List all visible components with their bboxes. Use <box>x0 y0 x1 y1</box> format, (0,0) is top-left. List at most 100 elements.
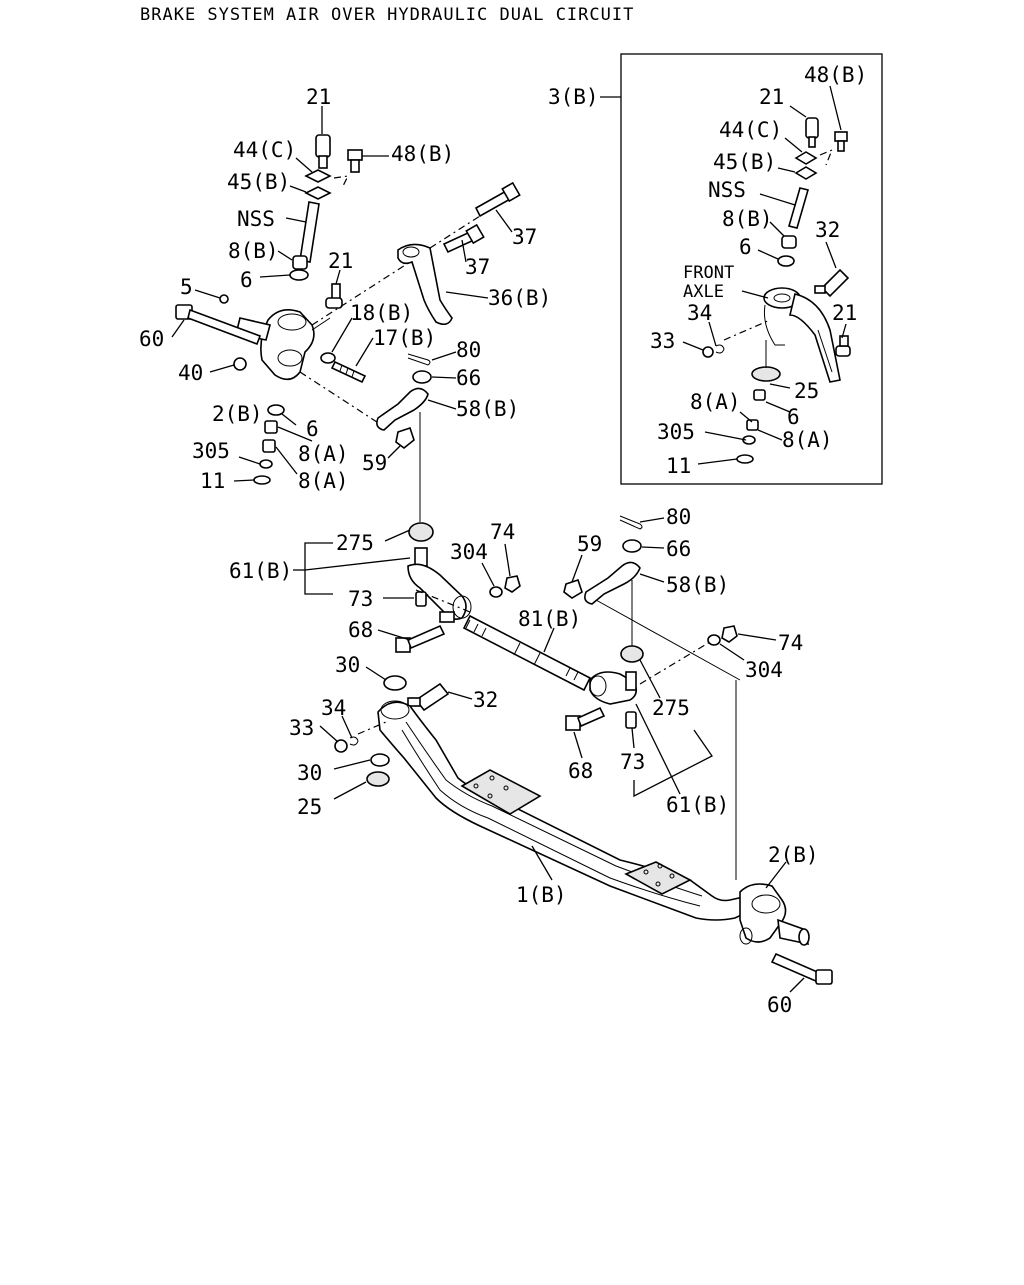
inset-label-8aa: 8(A) <box>690 390 741 414</box>
inset-label-21b: 21 <box>832 301 857 325</box>
label-6b: 6 <box>306 417 319 441</box>
label-25: 25 <box>297 795 322 819</box>
inset-label-6b: 6 <box>787 405 800 429</box>
label-59b: 59 <box>577 532 602 556</box>
inset-gasket-b <box>794 166 818 180</box>
label-73a: 73 <box>348 587 373 611</box>
label-48b: 48(B) <box>391 142 454 166</box>
washer-304-left <box>489 586 503 598</box>
axle-beam <box>377 700 753 921</box>
label-59a: 59 <box>362 451 387 475</box>
label-74b: 74 <box>778 631 803 655</box>
inset-label-nss: NSS <box>708 178 746 202</box>
label-18b: 18(B) <box>350 301 413 325</box>
label-74a: 74 <box>490 520 515 544</box>
inset-label: 3(B) <box>548 85 599 109</box>
bolt-60-right <box>770 952 833 985</box>
cotter-pin-upper <box>407 353 431 366</box>
inset-label-32: 32 <box>815 218 840 242</box>
inset-label-34: 34 <box>687 301 712 325</box>
label-45b: 45(B) <box>227 170 290 194</box>
bolt-60-left <box>175 304 262 346</box>
label-2bb: 2(B) <box>768 843 819 867</box>
thrust-bearing-25 <box>366 771 390 787</box>
label-8b: 8(B) <box>228 239 279 263</box>
nut-40 <box>233 357 247 371</box>
bolt-68-left <box>395 624 446 653</box>
grease-nipple-right <box>625 711 637 729</box>
label-275b: 275 <box>652 696 690 720</box>
label-17b: 17(B) <box>373 326 436 350</box>
bushing-8a-a <box>264 420 278 434</box>
tie-rod <box>462 614 592 692</box>
label-34: 34 <box>321 696 346 720</box>
label-80b: 80 <box>666 505 691 529</box>
nut-74-left <box>504 575 521 593</box>
axle-beam-assembly: 30 32 34 33 30 25 1(B) 2(B) 60 <box>289 653 833 1017</box>
label-30a: 30 <box>335 653 360 677</box>
tie-rod-arm-lower <box>584 561 641 605</box>
inset-bushing-lower-b <box>746 419 759 431</box>
steering-knuckle <box>219 294 331 381</box>
washer-6-lower <box>267 404 285 416</box>
inset-label-6a: 6 <box>739 235 752 259</box>
inset-label-48b: 48(B) <box>804 63 867 87</box>
label-66a: 66 <box>456 366 481 390</box>
label-68a: 68 <box>348 618 373 642</box>
inset-thrust-bearing <box>751 366 781 382</box>
nut-74-right <box>721 625 738 643</box>
cap-11 <box>253 475 271 485</box>
king-pin-32 <box>407 682 450 712</box>
cotter-34 <box>349 736 359 746</box>
inset-label-8ab: 8(A) <box>782 428 833 452</box>
label-8aa: 8(A) <box>298 442 349 466</box>
tie-rod-arm-upper <box>376 387 429 431</box>
stud-17b <box>330 360 367 384</box>
washer-304-right <box>707 634 721 646</box>
label-6a: 6 <box>240 268 253 292</box>
inset-border <box>620 53 883 485</box>
label-275a: 275 <box>336 531 374 555</box>
gasket-45b <box>304 186 332 200</box>
gasket-44c <box>304 169 332 183</box>
inset-washer-upper <box>777 255 795 267</box>
bushing-8b <box>292 255 308 270</box>
inset-label-8b: 8(B) <box>722 207 773 231</box>
label-5: 5 <box>180 275 193 299</box>
label-21b: 21 <box>328 249 353 273</box>
inset-bushing-lower-a <box>753 389 766 401</box>
washer-6-upper <box>289 269 309 281</box>
nut-59-upper <box>395 426 415 450</box>
grease-nipple-left <box>415 591 427 607</box>
label-81b: 81(B) <box>518 607 581 631</box>
nut-33 <box>334 739 348 753</box>
inset-elbow <box>835 335 851 357</box>
inset-label-44c: 44(C) <box>719 118 782 142</box>
king-pin <box>299 201 320 263</box>
steering-arm-36b <box>397 243 453 326</box>
label-44c: 44(C) <box>233 138 296 162</box>
tie-rod-end-right <box>589 671 638 705</box>
dust-boot-right <box>620 645 644 663</box>
castle-nut-lower <box>622 539 642 553</box>
inset-king-pin <box>814 268 850 298</box>
label-21a: 21 <box>306 85 331 109</box>
inset-label-305: 305 <box>657 420 695 444</box>
castle-nut-upper <box>412 370 432 384</box>
dust-boot-left <box>408 522 434 542</box>
cotter-pin-lower <box>619 515 643 530</box>
bushing-8a-b <box>262 439 276 453</box>
label-33: 33 <box>289 716 314 740</box>
nut-59-lower <box>563 578 583 599</box>
inset-bushing-upper <box>781 235 797 249</box>
bleeder-valve <box>315 134 331 169</box>
label-58ba: 58(B) <box>456 397 519 421</box>
inset-label-axle: AXLE <box>683 282 724 302</box>
label-8ab: 8(A) <box>298 469 349 493</box>
label-37b: 37 <box>465 255 490 279</box>
inset-cotter <box>715 344 725 354</box>
label-37a: 37 <box>512 225 537 249</box>
label-66b: 66 <box>666 537 691 561</box>
